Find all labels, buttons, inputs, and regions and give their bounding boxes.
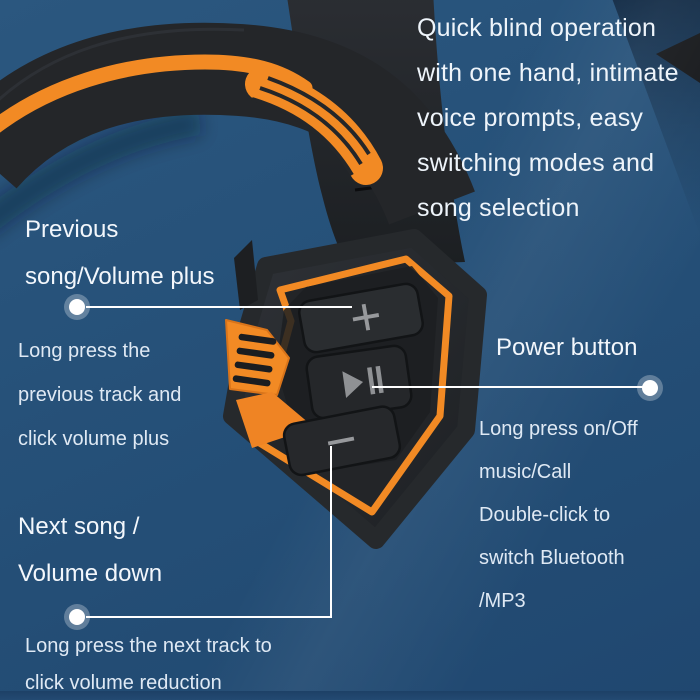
hook-ridged-stripe [245, 67, 383, 185]
callout-title-line: song/Volume plus [25, 263, 215, 290]
callout-desc-line: previous track and [18, 384, 182, 406]
callout-desc-line: Long press the next track to [25, 635, 272, 657]
next-song-description: Long press the next track to click volum… [25, 628, 272, 700]
callout-desc-line: Double-click to [479, 504, 611, 526]
callout-desc-line: Long press the [18, 340, 151, 362]
callout-title-line: Previous [25, 216, 119, 243]
callout-title-line: Volume down [18, 560, 163, 587]
volume-plus-button: + [298, 282, 424, 354]
previous-song-label: Previous song/Volume plus [25, 206, 214, 300]
grille-slots [232, 333, 277, 387]
callout-desc-line: /MP3 [479, 590, 526, 612]
feature-line: Quick blind operation [417, 14, 657, 42]
leader-line-previous [86, 306, 352, 308]
feature-line: song selection [417, 194, 580, 222]
volume-minus-button: − [282, 405, 402, 477]
feature-line: voice prompts, easy [417, 104, 644, 132]
leader-line-power [372, 386, 648, 388]
callout-desc-line: click volume reduction [25, 672, 222, 694]
callout-dot-next [69, 609, 85, 625]
hook-shadow [0, 109, 203, 229]
feature-line: with one hand, intimate [417, 59, 679, 87]
callout-desc-line: switch Bluetooth [479, 547, 625, 569]
feature-line: switching modes and [417, 149, 655, 177]
callout-title-line: Next song / [18, 513, 140, 540]
hook-highlight [0, 27, 245, 101]
ear-hook [0, 22, 475, 226]
callout-desc-line: music/Call [479, 461, 572, 483]
play-pause-button [305, 344, 413, 420]
power-button-description: Long press on/Off music/Call Double-clic… [479, 408, 638, 623]
bottom-edge-strip [0, 691, 700, 700]
callout-dot-previous [69, 299, 85, 315]
leader-line-next-horizontal [86, 616, 332, 618]
power-button-label: Power button [496, 324, 637, 371]
leader-line-next-vertical [330, 446, 332, 618]
callout-dot-power [642, 380, 658, 396]
previous-song-description: Long press the previous track and click … [18, 329, 181, 461]
callout-title-line: Power button [496, 334, 638, 361]
pod-left-fin [234, 240, 258, 310]
feature-description: Quick blind operation with one hand, int… [417, 6, 679, 231]
next-song-label: Next song / Volume down [18, 503, 162, 597]
callout-desc-line: Long press on/Off [479, 418, 638, 440]
callout-desc-line: click volume plus [18, 428, 170, 450]
